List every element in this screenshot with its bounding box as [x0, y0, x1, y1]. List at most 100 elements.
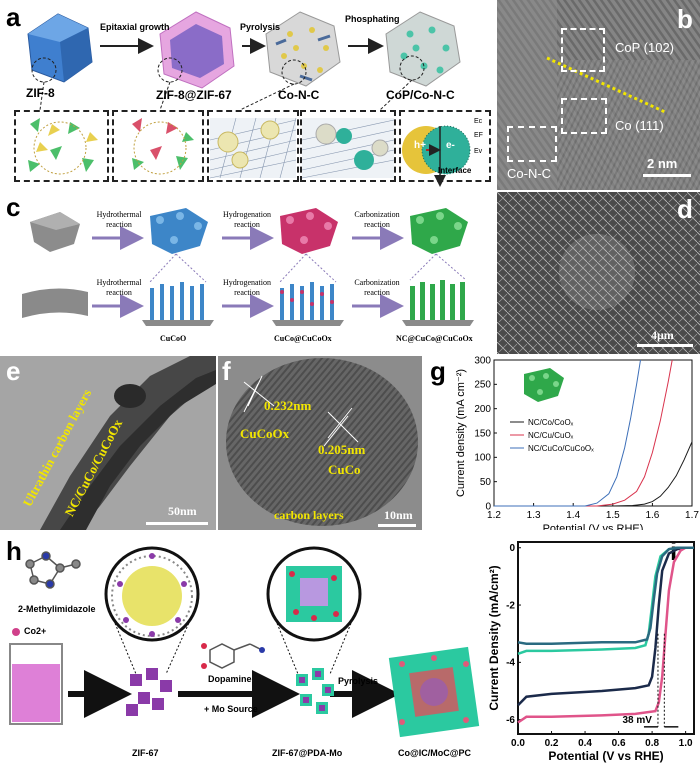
- panel-h-graphic: [9, 546, 480, 738]
- cop-co-n-c-particle: [385, 11, 461, 87]
- step-label-hydrothermal-top: Hydrothermal reaction: [96, 210, 142, 229]
- y-tick-label: 100: [474, 453, 491, 464]
- x-tick-label: 0.6: [612, 738, 626, 749]
- panel-letter: f: [222, 356, 231, 386]
- scale-bar: [637, 344, 693, 347]
- plot-frame: [493, 359, 693, 507]
- series-line-0: [517, 546, 694, 707]
- label-co2: Co2+: [24, 626, 47, 636]
- methylimidazole-molecule: [25, 551, 81, 589]
- x-tick-label: 0.2: [545, 738, 559, 749]
- x-tick-label: 1.2: [487, 510, 501, 521]
- series-line-1: [494, 359, 673, 507]
- scale-bar-label: 10nm: [384, 508, 413, 522]
- label-cucoox: CuCoOx: [240, 426, 290, 441]
- inset-box-zif67: [112, 110, 204, 182]
- band-ev-label: Ev: [474, 148, 483, 155]
- electron-label: e-: [446, 140, 455, 151]
- panel-a: a: [0, 0, 493, 190]
- roi-cop: [561, 28, 605, 72]
- label-zif67: ZIF-67: [132, 748, 159, 758]
- plot-frame: [517, 541, 695, 735]
- x-tick-label: 1.6: [645, 510, 659, 521]
- nc-cuco-foam: [410, 208, 468, 254]
- label-final-product: Co@IC/MoC@PC: [398, 748, 472, 758]
- product-label-cuco: CuCo@CuCoOx: [274, 334, 332, 343]
- scale-bar-label: 2 nm: [647, 156, 678, 171]
- label-cop-102: CoP (102): [615, 40, 675, 55]
- series-line-2: [494, 359, 641, 507]
- x-tick-label: 0.0: [511, 738, 525, 749]
- material-label-zif8-zif67: ZIF-8@ZIF-67: [156, 88, 232, 102]
- label-2-methylimidazole: 2-Methylimidazole: [18, 604, 96, 614]
- y-axis-label: Current Density (mA/cm²): [488, 565, 501, 710]
- y-tick-label: -4: [506, 658, 515, 669]
- label-co-n-c: Co-N-C: [507, 166, 552, 181]
- x-tick-label: 0.4: [578, 738, 592, 749]
- step-label-hydrogenation-bottom: Hydrogenation reaction: [223, 278, 271, 297]
- dopamine-molecule: [201, 643, 265, 669]
- panel-h: h: [0, 534, 486, 768]
- step-label-carbonization-bottom: Carbonization reaction: [354, 278, 400, 297]
- co-n-c-particle: [265, 11, 341, 87]
- inset-box-band: [399, 110, 491, 182]
- label-cuco: CuCo: [328, 462, 361, 477]
- interface-label: Interface: [438, 166, 472, 175]
- step-label-carbonization-top: Carbonization reaction: [354, 210, 400, 229]
- panel-letter: d: [677, 194, 693, 224]
- band-ec-label: Ec: [474, 118, 483, 125]
- label-d-spacing-0205: 0.205nm: [318, 442, 366, 457]
- zif8-zif67-crystal: [159, 11, 235, 89]
- panel-letter: c: [6, 192, 21, 222]
- step-label-hydrogenation-top: Hydrogenation reaction: [223, 210, 271, 229]
- material-label-cop: CoP/Co-N-C: [386, 88, 455, 102]
- panel-f: f 0.232nm CuCoOx 0.205nm CuCo carbon lay…: [218, 356, 422, 530]
- x-tick-label: 0.8: [645, 738, 659, 749]
- y-tick-label: -6: [506, 715, 515, 726]
- panel-c: c: [0, 192, 493, 354]
- step-label-pyrolysis: Pyrolysis: [240, 22, 281, 32]
- sem-texture: [497, 192, 700, 354]
- panel-a-graphic: [27, 11, 471, 187]
- zif67-zoom: [104, 546, 200, 675]
- panel-b: b CoP (102) Co (111) Co-N-C 2 nm: [497, 0, 700, 190]
- scale-bar: [146, 522, 208, 525]
- label-co-111: Co (111): [615, 118, 664, 133]
- pda-mo-zoom: [266, 546, 362, 675]
- band-diagram-inset: [402, 125, 471, 187]
- beaker: [9, 643, 63, 725]
- label-carbon-layers-f: carbon layers: [274, 508, 344, 522]
- zif67-framework-inset: [132, 118, 194, 175]
- panel-letter: b: [677, 4, 693, 34]
- y-tick-label: 0: [485, 501, 491, 512]
- series-line-1: [517, 546, 694, 724]
- x-tick-label: 1.7: [685, 510, 699, 521]
- cop-graphene-inset: [301, 118, 395, 179]
- chart-g-inset-structure: [524, 368, 564, 402]
- label-dopamine: Dopamine: [208, 674, 252, 684]
- panel-letter: g: [430, 356, 446, 386]
- legend-label: NC/Co/CoOₓ: [528, 418, 574, 427]
- inset-box-cop: [300, 110, 396, 182]
- cuco-nanowires: [272, 282, 344, 326]
- graphene-inset: [209, 117, 297, 179]
- cucoo-foam: [150, 208, 208, 254]
- inset-box-zif8: [14, 110, 109, 182]
- x-tick-label: 1.4: [566, 510, 580, 521]
- legend-label: NC/CuCo/CuCoOₓ: [528, 444, 594, 453]
- roi-co: [561, 98, 607, 134]
- step-label-epitaxial: Epitaxial growth: [100, 22, 170, 32]
- y-tick-label: 0: [509, 543, 515, 554]
- band-ef-label: EF: [474, 132, 483, 139]
- scale-bar: [643, 174, 691, 177]
- material-label-co-n-c: Co-N-C: [278, 88, 320, 102]
- scale-bar-label: 4μm: [651, 328, 674, 342]
- inset-box-co-n-c: [207, 110, 299, 182]
- y-tick-label: -2: [506, 600, 515, 611]
- panel-e: e Ultrathin carbon layers NC/CuCo/CuCoOx…: [0, 356, 216, 530]
